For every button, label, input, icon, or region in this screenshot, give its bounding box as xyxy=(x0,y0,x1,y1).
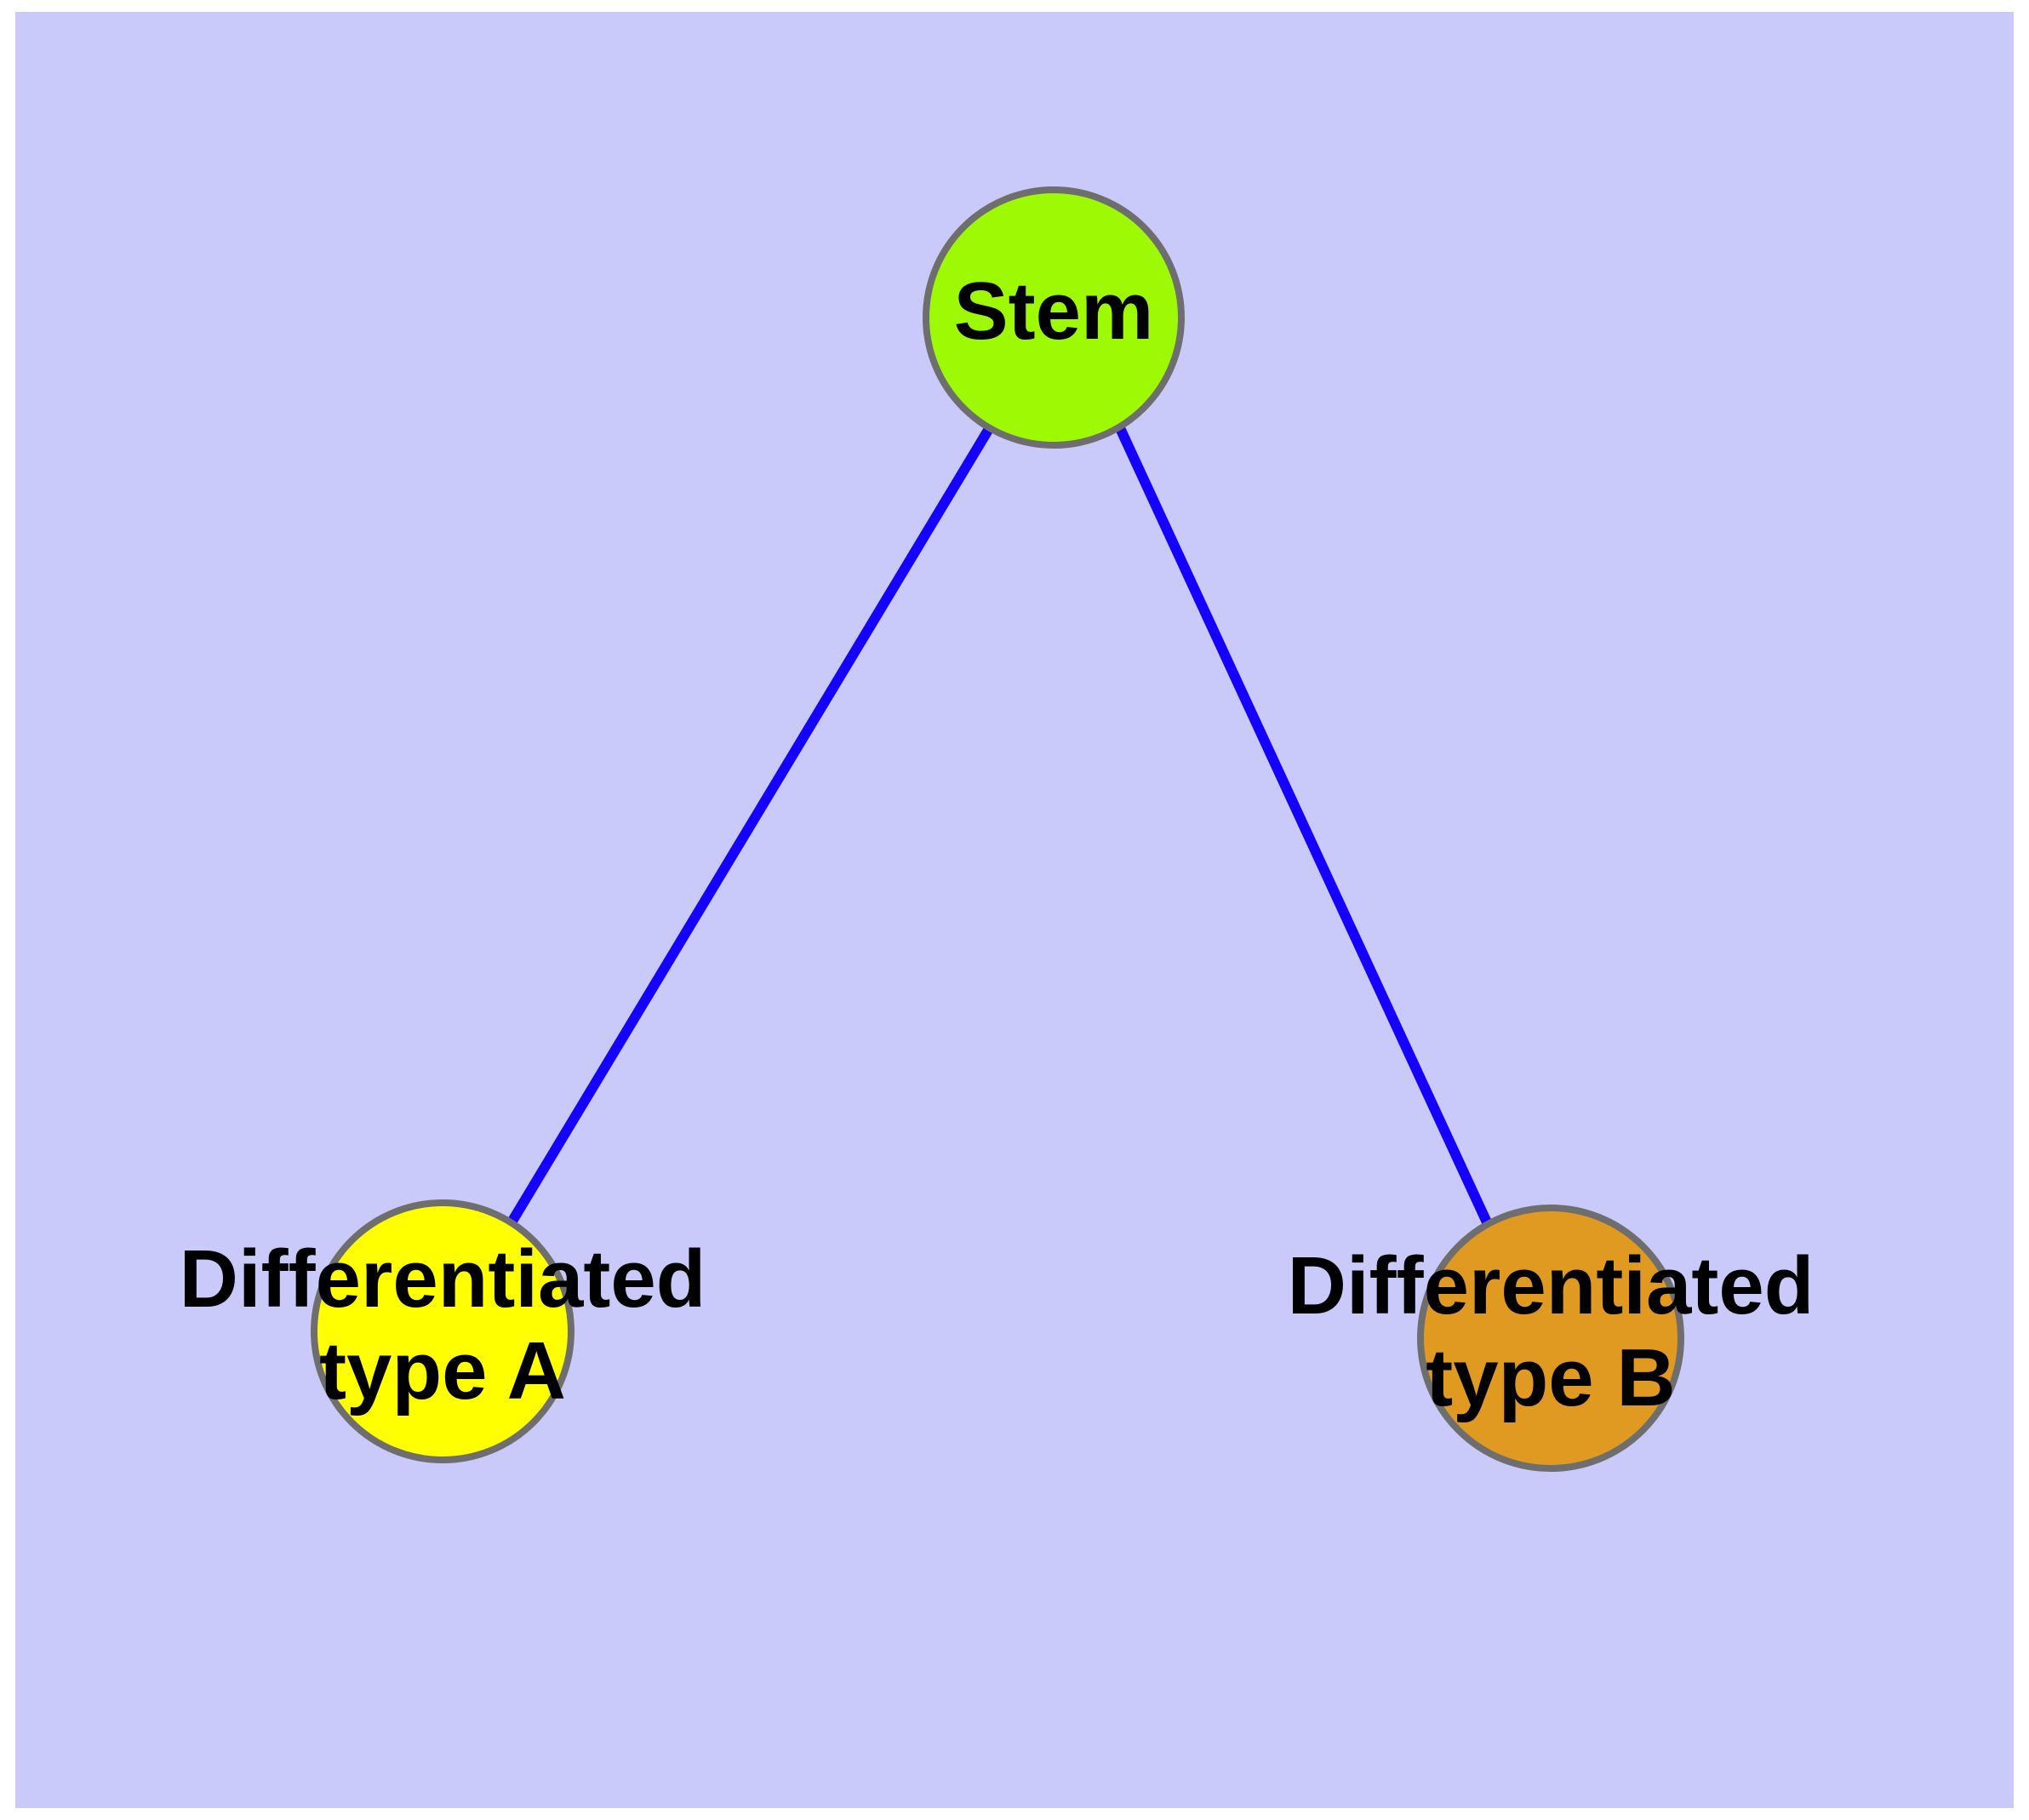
edge-stem-to-diff-a[interactable] xyxy=(506,424,995,1226)
node-stem-circle[interactable] xyxy=(923,186,1185,449)
edges-layer xyxy=(506,424,1493,1227)
node-diff-a-circle[interactable] xyxy=(311,1199,574,1463)
node-stem[interactable]: Stem xyxy=(923,186,1185,449)
node-diff-b-circle[interactable] xyxy=(1417,1205,1684,1472)
node-stem-label: Stem xyxy=(954,266,1154,357)
edge-stem-to-diff-b[interactable] xyxy=(1115,426,1493,1227)
